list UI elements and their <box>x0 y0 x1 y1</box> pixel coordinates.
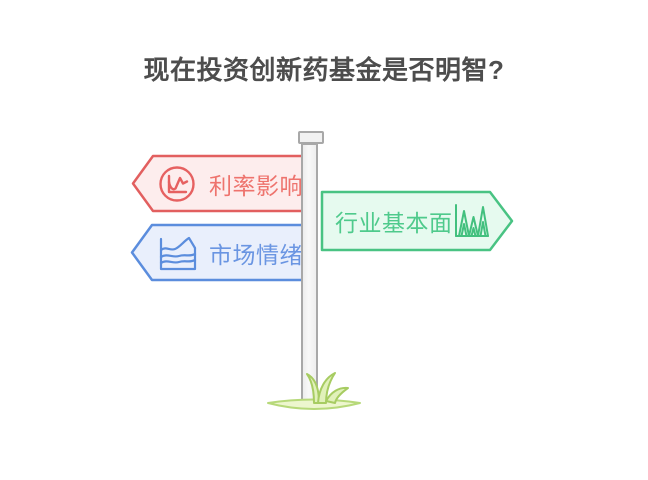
sign-label-interest-rate: 利率影响 <box>209 172 303 199</box>
sign-interest-rate: 利率影响 <box>130 154 306 213</box>
sign-market-sentiment: 市场情绪 <box>129 223 306 282</box>
sign-content: 行业基本面 <box>320 190 514 252</box>
sign-label-market-sentiment: 市场情绪 <box>209 241 303 268</box>
grass-tuft <box>306 372 349 404</box>
sign-content: 利率影响 <box>130 154 306 213</box>
layered-waves-chart-icon <box>159 236 197 270</box>
mountain-peaks-chart-icon <box>455 204 489 237</box>
sign-label-industry-fundamentals: 行业基本面 <box>335 210 453 236</box>
page-title: 现在投资创新药基金是否明智? <box>143 55 505 85</box>
sign-industry-fundamentals: 行业基本面 <box>320 190 514 252</box>
sign-content: 市场情绪 <box>129 223 306 282</box>
line-chart-circle-icon <box>159 165 195 202</box>
grass-mound <box>267 398 361 410</box>
